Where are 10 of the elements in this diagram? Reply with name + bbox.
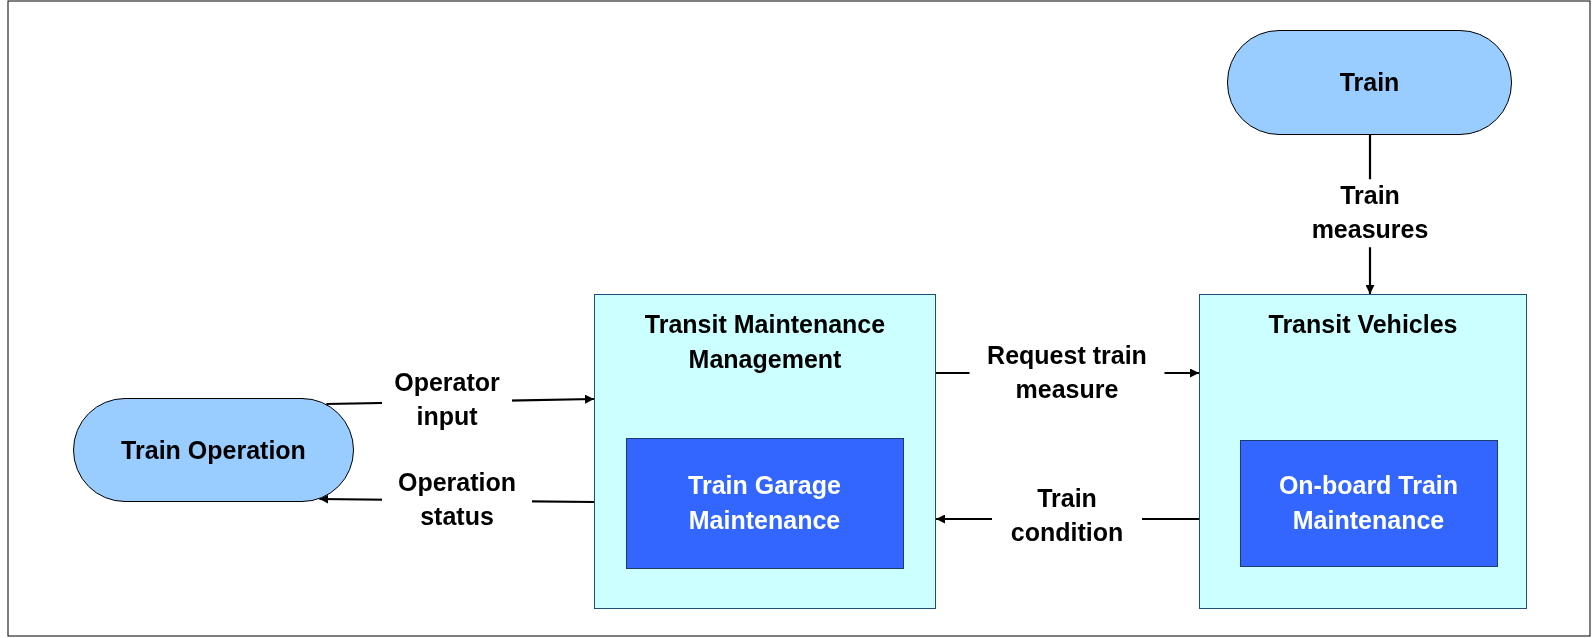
system-box bbox=[594, 294, 936, 609]
system-box bbox=[1199, 294, 1527, 609]
node-label: Train bbox=[1339, 67, 1400, 98]
node-label: Train Garage Maintenance bbox=[687, 470, 842, 536]
node-label: Transit Vehicles bbox=[1268, 309, 1458, 340]
node-label: On-board Train Maintenance bbox=[1277, 470, 1460, 536]
node-label: Transit Maintenance Management bbox=[643, 309, 887, 375]
subsystem-box bbox=[1239, 439, 1498, 567]
subsystem-box bbox=[625, 437, 904, 569]
node-label: Train Operation bbox=[121, 434, 306, 466]
